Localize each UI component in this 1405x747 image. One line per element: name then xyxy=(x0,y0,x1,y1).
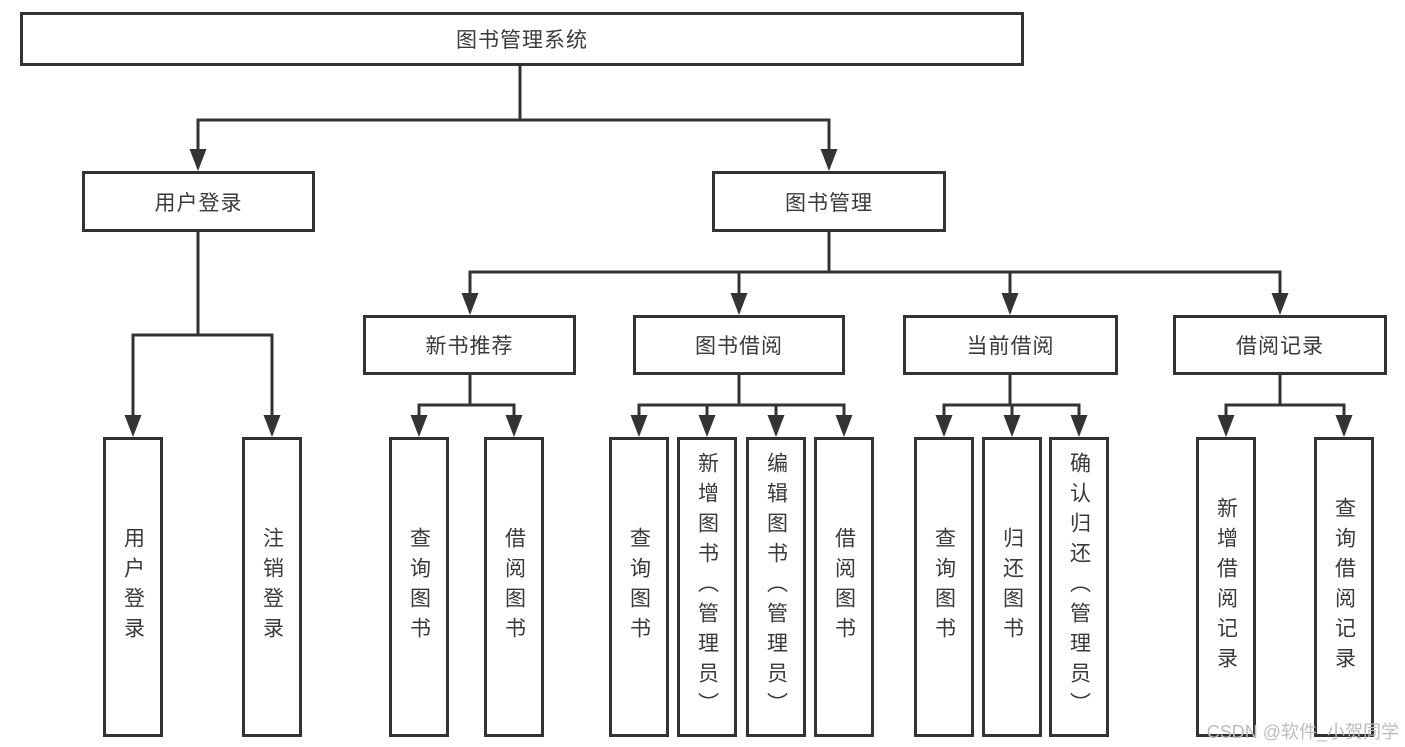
leaf-label: 新增借阅记录 xyxy=(1214,497,1238,677)
leaf-return-books: 归还图书 xyxy=(982,437,1042,737)
leaf-user-login: 用户登录 xyxy=(103,437,163,737)
leaf-label: 归还图书 xyxy=(1000,527,1024,647)
node-label: 新书推荐 xyxy=(425,335,514,358)
node-label: 图书管理 xyxy=(785,191,873,215)
leaf-label: 注销登录 xyxy=(260,527,284,647)
node-root-label: 图书管理系统 xyxy=(456,29,588,52)
leaf-add-books-admin: 新增图书（管理员） xyxy=(677,437,737,737)
csdn-watermark: CSDN @软件_小贺同学 xyxy=(1206,722,1399,742)
leaf-logout: 注销登录 xyxy=(242,437,302,737)
leaf-confirm-return-admin: 确认归还（管理员） xyxy=(1049,437,1109,737)
leaf-label: 查询图书 xyxy=(932,527,956,647)
leaf-label: 编辑图书（管理员） xyxy=(764,452,788,722)
node-current-borrowing: 当前借阅 xyxy=(903,315,1118,375)
node-book-borrowing: 图书借阅 xyxy=(633,315,845,375)
leaf-label: 借阅图书 xyxy=(502,527,526,647)
leaf-label: 用户登录 xyxy=(121,527,145,647)
leaf-label: 查询图书 xyxy=(627,527,651,647)
leaf-label: 查询借阅记录 xyxy=(1332,497,1356,677)
leaf-edit-books-admin: 编辑图书（管理员） xyxy=(746,437,806,737)
leaf-label: 新增图书（管理员） xyxy=(695,452,719,722)
node-borrowing-records: 借阅记录 xyxy=(1173,315,1387,375)
leaf-add-borrow-record: 新增借阅记录 xyxy=(1196,437,1256,737)
leaf-label: 借阅图书 xyxy=(832,527,856,647)
node-label: 借阅记录 xyxy=(1236,335,1324,358)
node-user-login-branch: 用户登录 xyxy=(82,171,315,232)
leaf-label: 确认归还（管理员） xyxy=(1067,452,1091,722)
node-label: 用户登录 xyxy=(154,191,243,215)
node-label: 当前借阅 xyxy=(966,335,1055,358)
node-root-system: 图书管理系统 xyxy=(20,12,1024,66)
leaf-query-borrow-record: 查询借阅记录 xyxy=(1314,437,1374,737)
leaf-query-books: 查询图书 xyxy=(609,437,669,737)
leaf-borrow-books: 借阅图书 xyxy=(484,437,544,737)
leaf-query-books: 查询图书 xyxy=(389,437,449,737)
leaf-label: 查询图书 xyxy=(407,527,431,647)
leaf-borrow-books: 借阅图书 xyxy=(814,437,874,737)
leaf-query-books: 查询图书 xyxy=(914,437,974,737)
node-new-book-recommendation: 新书推荐 xyxy=(363,315,576,375)
node-label: 图书借阅 xyxy=(695,335,783,358)
node-book-management-branch: 图书管理 xyxy=(712,171,946,232)
